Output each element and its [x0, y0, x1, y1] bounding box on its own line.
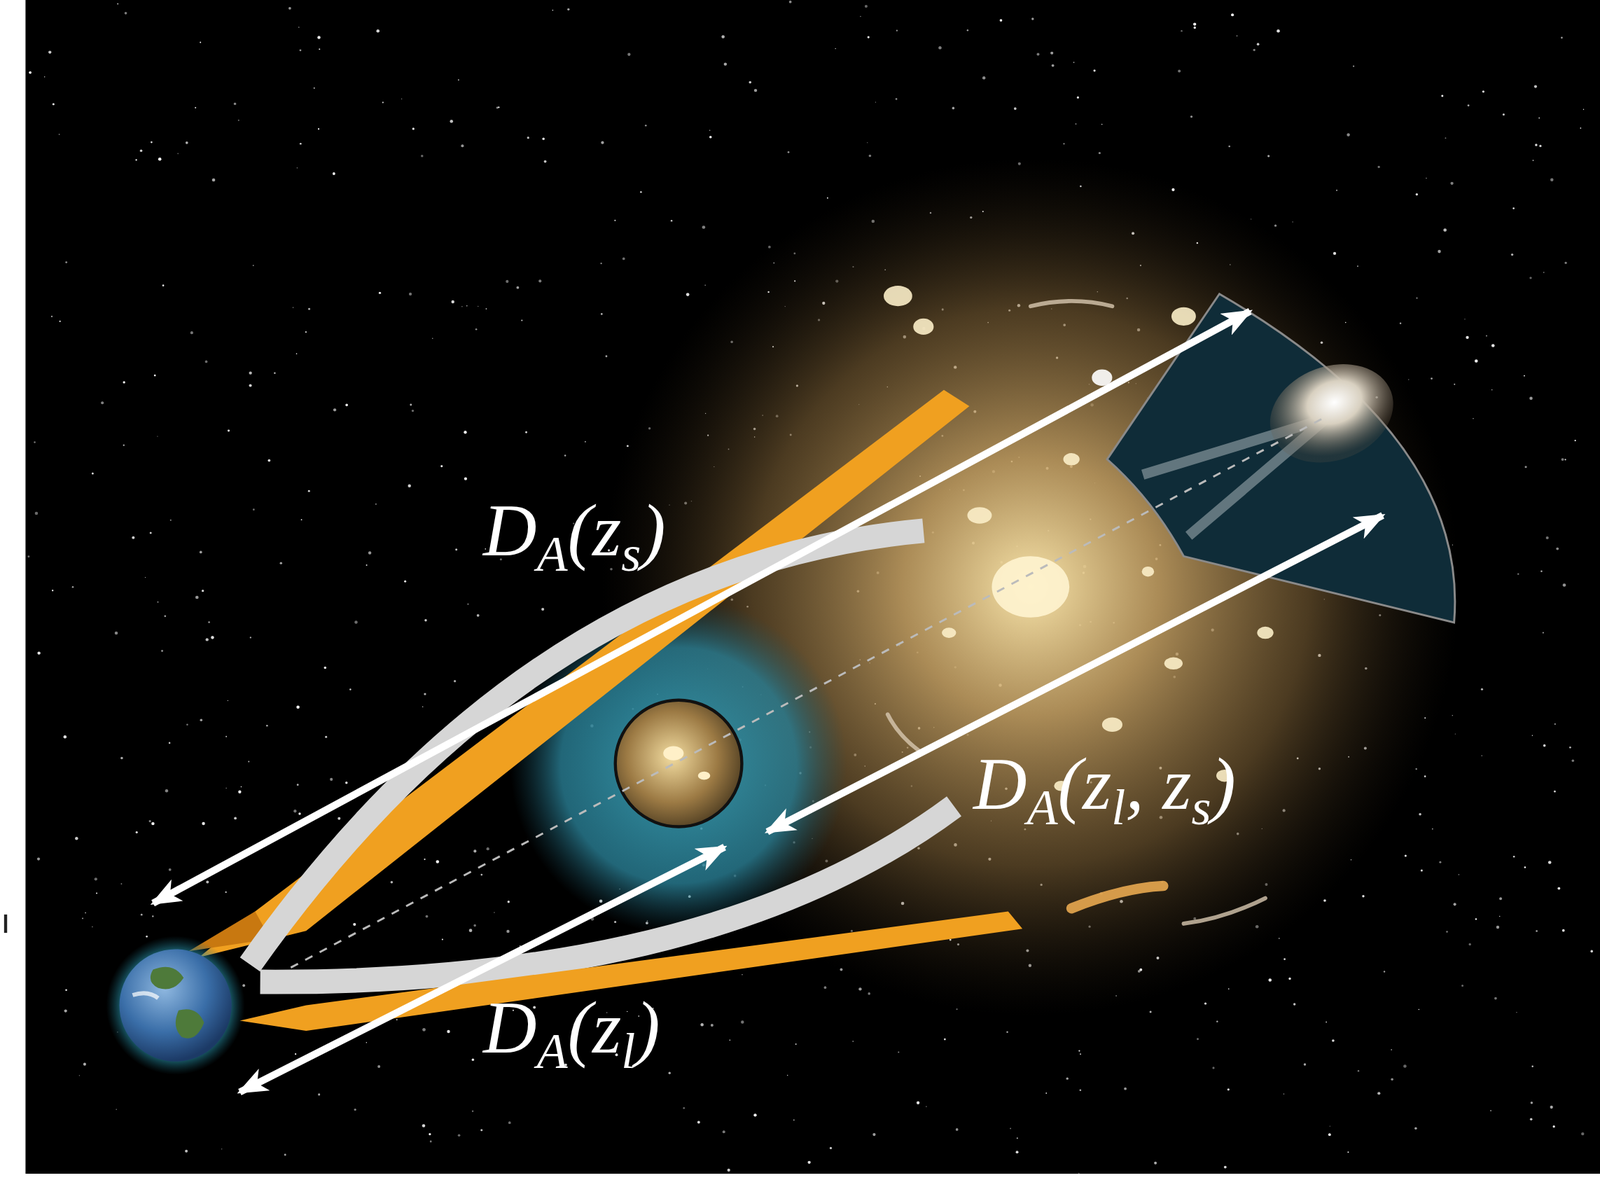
light-ray: [260, 805, 955, 982]
symbol: z: [1082, 742, 1112, 825]
symbol: (: [1058, 742, 1083, 825]
star-field: [27, 0, 1593, 1174]
light-ray: [249, 530, 924, 965]
symbol: [1144, 742, 1164, 825]
lens-galaxy: [615, 700, 743, 827]
symbol: z: [592, 986, 622, 1069]
symbol: (: [567, 986, 593, 1069]
distance-arrows: [153, 311, 1383, 1093]
source-galaxy: [1256, 347, 1408, 479]
source-plane: [1107, 294, 1456, 623]
light-ray: [239, 910, 1023, 1031]
subscript: A: [1027, 779, 1059, 836]
subscript: A: [537, 1023, 568, 1080]
subscript: A: [537, 525, 568, 582]
symbol: D: [483, 489, 538, 572]
earth: [119, 948, 232, 1061]
symbol: (: [567, 489, 593, 572]
symbol: z: [592, 489, 622, 572]
symbol: z: [1162, 742, 1192, 825]
symbol: ,: [1125, 742, 1145, 825]
symbol: ): [640, 489, 666, 572]
symbol: D: [483, 986, 538, 1069]
subscript: l: [621, 1023, 636, 1080]
night-sky: [25, 0, 1600, 1174]
distance-label: DA(zl): [483, 987, 661, 1070]
distance-label: DA(zs): [483, 490, 666, 573]
subscript: s: [1191, 779, 1211, 836]
symbol: D: [973, 742, 1028, 825]
symbol: ): [635, 986, 660, 1069]
distance-label: DA(zl, zs): [973, 743, 1236, 826]
subscript: l: [1111, 779, 1126, 836]
symbol: ): [1211, 742, 1236, 825]
subscript: s: [621, 525, 641, 582]
